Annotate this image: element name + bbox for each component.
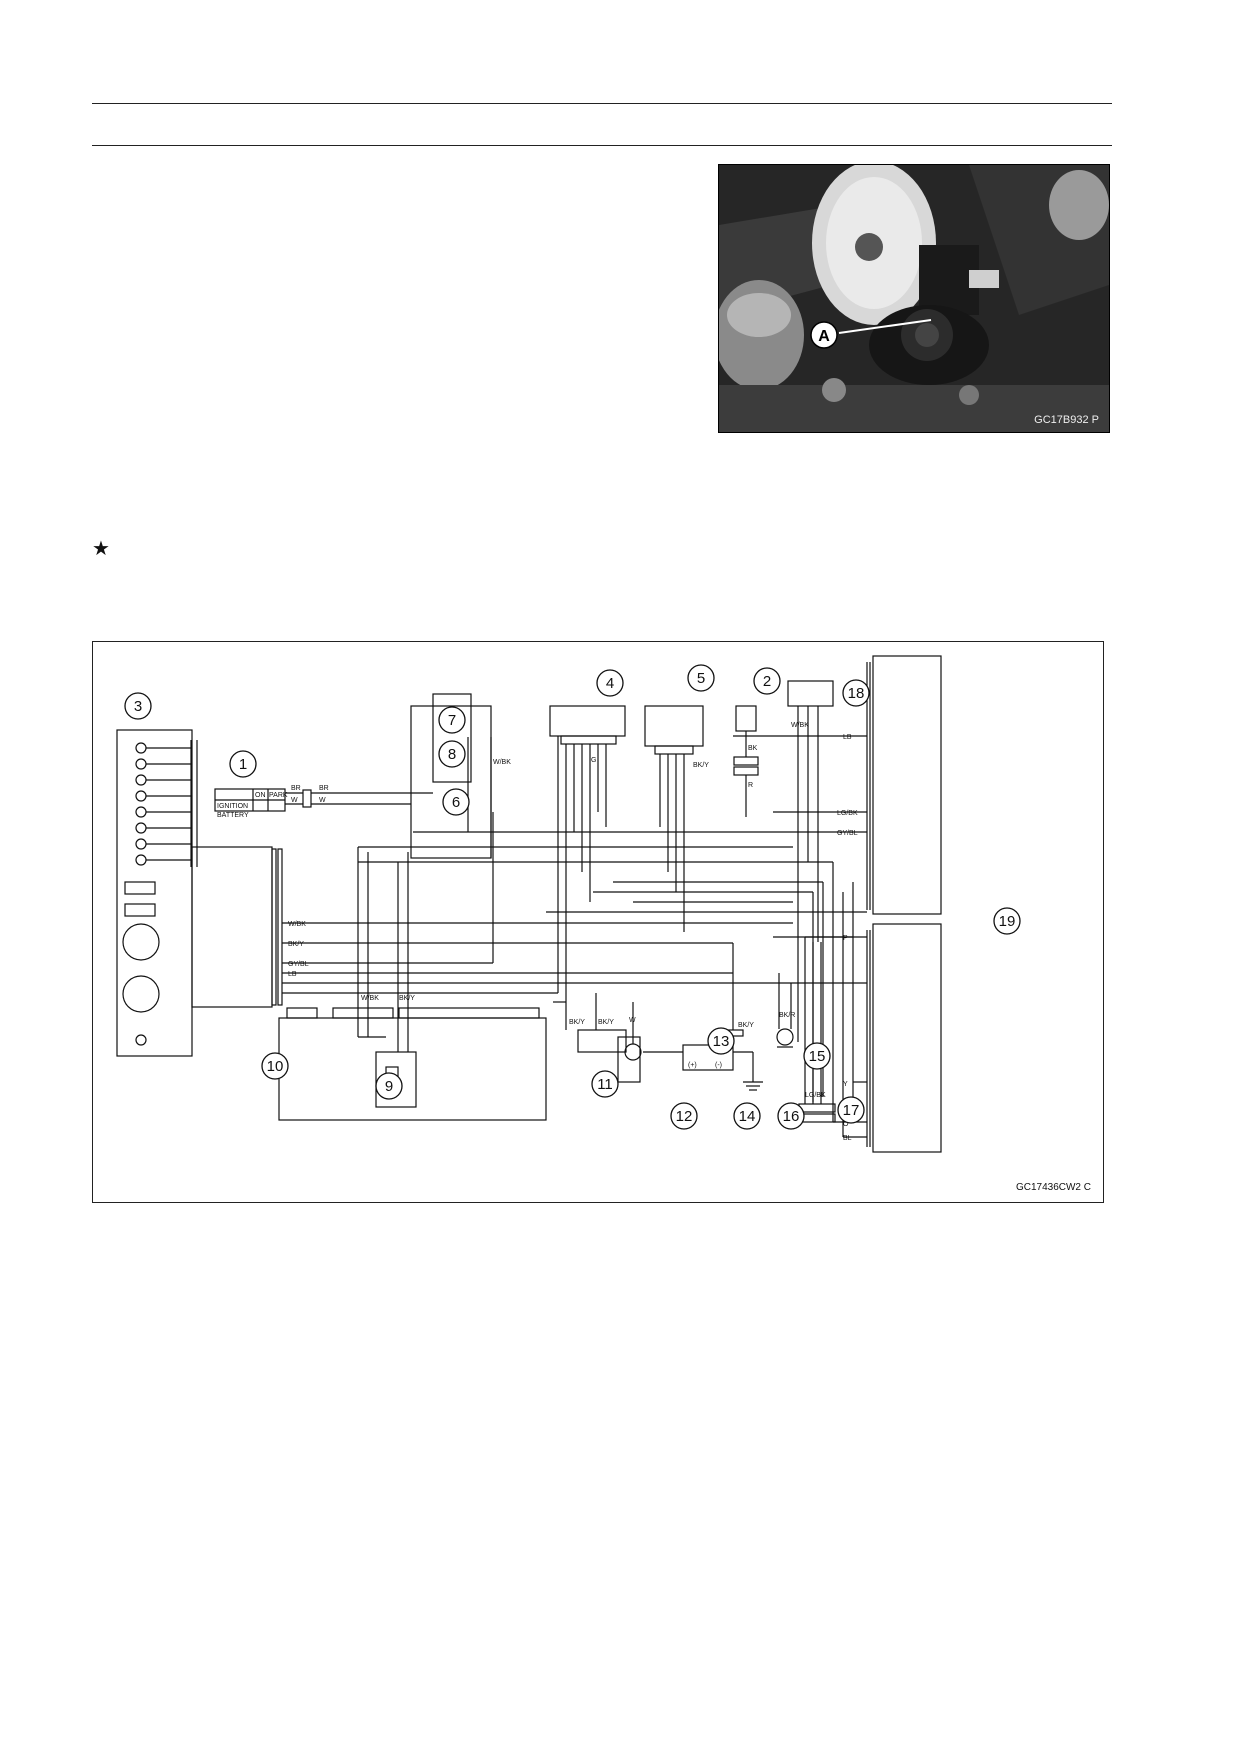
wire-label: BK/Y	[598, 1019, 614, 1026]
wire-label: P	[843, 935, 848, 942]
callout-7: 7	[448, 712, 456, 729]
callout-3: 3	[134, 698, 142, 715]
switch-header-park: PARK	[269, 792, 288, 799]
wire-label: W/BK	[791, 722, 809, 729]
starter-relay-12	[617, 1036, 641, 1083]
relay-9	[375, 1051, 417, 1108]
callout-11: 11	[597, 1076, 613, 1093]
wire-label: LG/BK	[805, 1092, 826, 1099]
wire-label: (+)	[688, 1062, 697, 1069]
callout-17: 17	[843, 1102, 860, 1119]
wire-label: W	[629, 1017, 636, 1024]
switch-row-ignition: IGNITION	[217, 803, 248, 810]
callout-13: 13	[713, 1033, 730, 1050]
wire-label: GY/BL	[837, 830, 858, 837]
meter-terminals	[135, 742, 147, 866]
wire-label: R	[748, 782, 753, 789]
photo-code: GC17B932 P	[1034, 414, 1099, 426]
callout-10: 10	[267, 1058, 284, 1075]
gauge-icon	[122, 975, 160, 1013]
connector-4	[549, 705, 626, 737]
meter-photo: A GC17B932 P	[718, 164, 1110, 433]
wire-label: O	[843, 1121, 849, 1128]
sensor-15	[776, 1028, 794, 1046]
wire-label: GY/BL	[288, 961, 309, 968]
callout-5: 5	[697, 670, 705, 687]
wire-label: G	[591, 757, 596, 764]
switch-row-battery: BATTERY	[217, 812, 249, 819]
wire-label: (-)	[715, 1062, 722, 1069]
wire-label: BK/Y	[693, 762, 709, 769]
component-11	[577, 1029, 627, 1053]
callout-19: 19	[999, 913, 1016, 930]
wire-label: BR	[291, 785, 301, 792]
callout-12: 12	[676, 1108, 693, 1125]
wire-label: W/BK	[361, 995, 379, 1002]
connector	[969, 270, 999, 288]
wire-label: W	[319, 797, 326, 804]
connector-2	[735, 705, 757, 732]
connector-plug	[302, 789, 312, 808]
top-rule	[92, 103, 1112, 104]
wire-label: LB	[288, 971, 297, 978]
gauge-icon	[122, 923, 160, 961]
wire-label: BK/R	[779, 1012, 795, 1019]
callout-9: 9	[385, 1078, 393, 1095]
wire-label: W/BK	[288, 921, 306, 928]
module-10	[278, 1017, 547, 1121]
wire-label: BL	[843, 1135, 852, 1142]
wire-label: LB	[843, 734, 852, 741]
lcd-indicator	[124, 881, 156, 895]
diagram-code: GC17436CW2 C	[1016, 1182, 1091, 1193]
connector-5	[644, 705, 704, 747]
wire-label: W/BK	[493, 759, 511, 766]
callout-1: 1	[239, 756, 247, 773]
ecu-upper	[872, 655, 942, 915]
note-star: ★	[92, 536, 110, 560]
wire-label: Y	[843, 1081, 848, 1088]
wire-label: LG/BK	[837, 810, 858, 817]
callout-leader	[838, 319, 932, 334]
callout-18: 18	[848, 685, 865, 702]
callout-8: 8	[448, 746, 456, 763]
connector-17	[798, 1103, 836, 1113]
callout-a	[810, 321, 838, 349]
switch-header-on: ON	[255, 792, 266, 799]
wire-label: BK	[748, 745, 758, 752]
connector-18	[787, 680, 834, 707]
callout-a-label: A	[818, 328, 830, 345]
wire-label: BK/Y	[738, 1022, 754, 1029]
header-rule	[92, 145, 1112, 146]
wire-label: W	[291, 797, 298, 804]
callout-14: 14	[739, 1108, 756, 1125]
wire-label: BK/Y	[399, 995, 415, 1002]
callout-2: 2	[763, 673, 771, 690]
wire-label: BR	[319, 785, 329, 792]
callout-16: 16	[783, 1108, 800, 1125]
wire-label: BK/Y	[288, 941, 304, 948]
callout-15: 15	[809, 1048, 826, 1065]
wire-label: BK/Y	[569, 1019, 585, 1026]
callout-4: 4	[606, 675, 614, 692]
callout-6: 6	[452, 794, 460, 811]
wiring-diagram: ON PARK IGNITION BATTERY BR W BR W W/BK …	[92, 641, 1104, 1203]
ecu-lower	[872, 923, 942, 1153]
